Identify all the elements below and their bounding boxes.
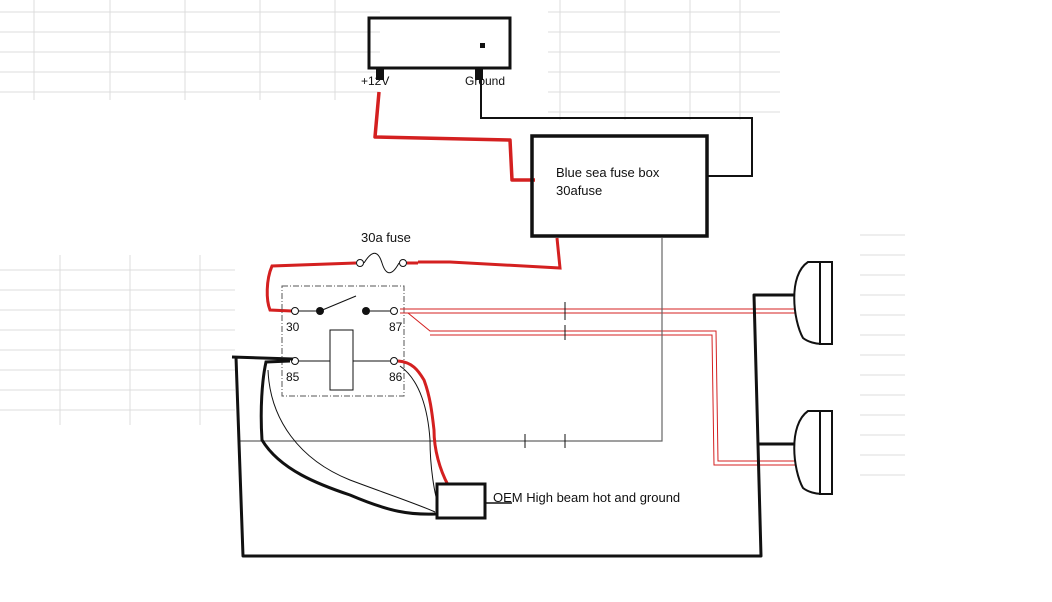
relay-pin-86-label: 86 [389,370,403,384]
battery-ground-terminal [475,68,483,80]
headlight-upper [793,261,833,346]
fuse-to-pin30-wire [265,261,357,313]
battery-ground-label: Ground [465,74,506,88]
relay-pin-30-terminal [291,307,299,315]
relay-coil [329,329,354,391]
fuse-box-label-line2: 30afuse [556,183,603,198]
oem-connector-label: OEM High beam hot and ground [493,490,681,505]
relay-pin-87-terminal [390,307,398,315]
relay-housing [281,285,405,397]
relay-pin-85-label: 85 [286,370,300,384]
inline-fuse-right-terminal [399,259,407,267]
inline-fuse-left-terminal [356,259,364,267]
inline-fuse-label: 30a fuse [361,230,411,245]
background-grid [0,0,905,476]
relay-pin-86-terminal [390,357,398,365]
battery-indicator-dot [480,43,485,48]
battery-positive-terminal [376,68,384,80]
battery-ground-wire [480,80,753,177]
oem-connector-box [435,482,487,520]
inline-fuse-element [363,252,400,274]
pin86-to-oem-wire [397,359,450,486]
pin85-thin-wire [267,369,436,513]
battery-positive-label: +12V [361,74,390,88]
battery-to-fusebox-wire [373,91,535,182]
relay-pin-87-label: 87 [389,320,403,334]
pin86-thin-black-wire [399,365,441,511]
pin85-to-oem-wire [259,359,437,516]
relay-switch-arm [319,295,357,312]
outer-ground-loop-wire [231,293,800,558]
relay-pin-85-terminal [291,357,299,365]
fuse-box-label-line1: Blue sea fuse box [556,165,660,180]
pin87-to-lights-wire [400,308,800,466]
fusebox-to-inline-fuse-wire [418,237,562,270]
battery-box [367,16,512,70]
headlight-lower [793,410,833,496]
fusebox-gray-ground-wire [240,238,663,442]
fuse-box [530,134,709,238]
relay-pin-30-label: 30 [286,320,300,334]
